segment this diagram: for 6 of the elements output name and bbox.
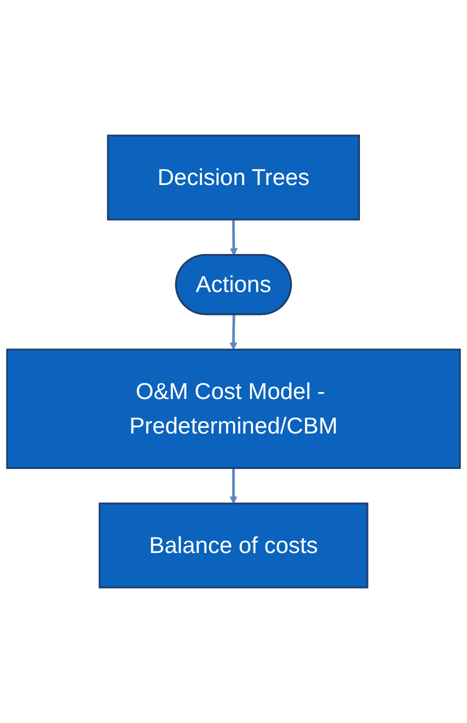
arrow [230, 220, 238, 256]
node-box: Decision Trees [107, 134, 360, 220]
node-box: O&M Cost Model - Predetermined/CBM [6, 348, 461, 469]
node-box: Balance of costs [98, 502, 368, 588]
arrow [230, 468, 238, 504]
arrow [230, 314, 238, 350]
